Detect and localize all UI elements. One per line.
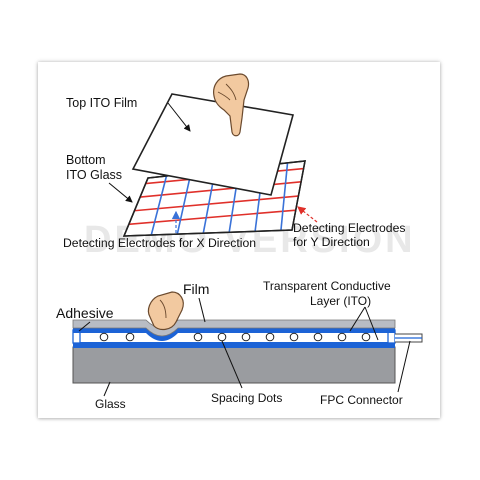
top-ito-film-label: Top ITO Film	[66, 96, 137, 110]
bottom-glass-label-line1: Bottom	[66, 153, 106, 167]
finger-press-icon	[147, 291, 184, 331]
bottom-glass-leader	[108, 182, 133, 203]
adhesive-leader	[78, 321, 91, 332]
upper-ito-layer	[73, 328, 395, 341]
ito-leader-b	[364, 306, 379, 341]
cross-section	[72, 319, 423, 384]
film-leader	[198, 297, 206, 323]
ito-label-line1: Transparent Conductive	[263, 279, 391, 293]
air-gap	[78, 332, 390, 342]
ito-label-line2: Layer (ITO)	[310, 294, 371, 308]
fpc-connector-label: FPC Connector	[320, 393, 403, 407]
y-electrodes-label-line2: for Y Direction	[293, 235, 370, 249]
adhesive-label: Adhesive	[56, 305, 114, 321]
lower-ito-layer	[73, 342, 395, 348]
ito-leader-a	[349, 306, 366, 332]
x-electrodes-label: Detecting Electrodes for X Direction	[63, 236, 256, 250]
spacing-dots-leader	[221, 340, 243, 389]
y-electrodes-label-line1: Detecting Electrodes	[293, 221, 405, 235]
spacing-dots-label: Spacing Dots	[211, 391, 282, 405]
top-film-leader	[167, 102, 191, 132]
bottom-glass-label-line2: ITO Glass	[66, 168, 122, 182]
film-label: Film	[183, 281, 209, 297]
y-electrodes-leader	[297, 206, 318, 223]
glass-leader	[103, 381, 111, 397]
top-ito-film	[131, 93, 295, 196]
glass-layer	[72, 346, 396, 384]
spacing-dots	[99, 332, 371, 342]
fpc-leader	[397, 340, 411, 393]
glass-label: Glass	[95, 397, 126, 411]
pointing-hand-icon	[213, 73, 250, 137]
